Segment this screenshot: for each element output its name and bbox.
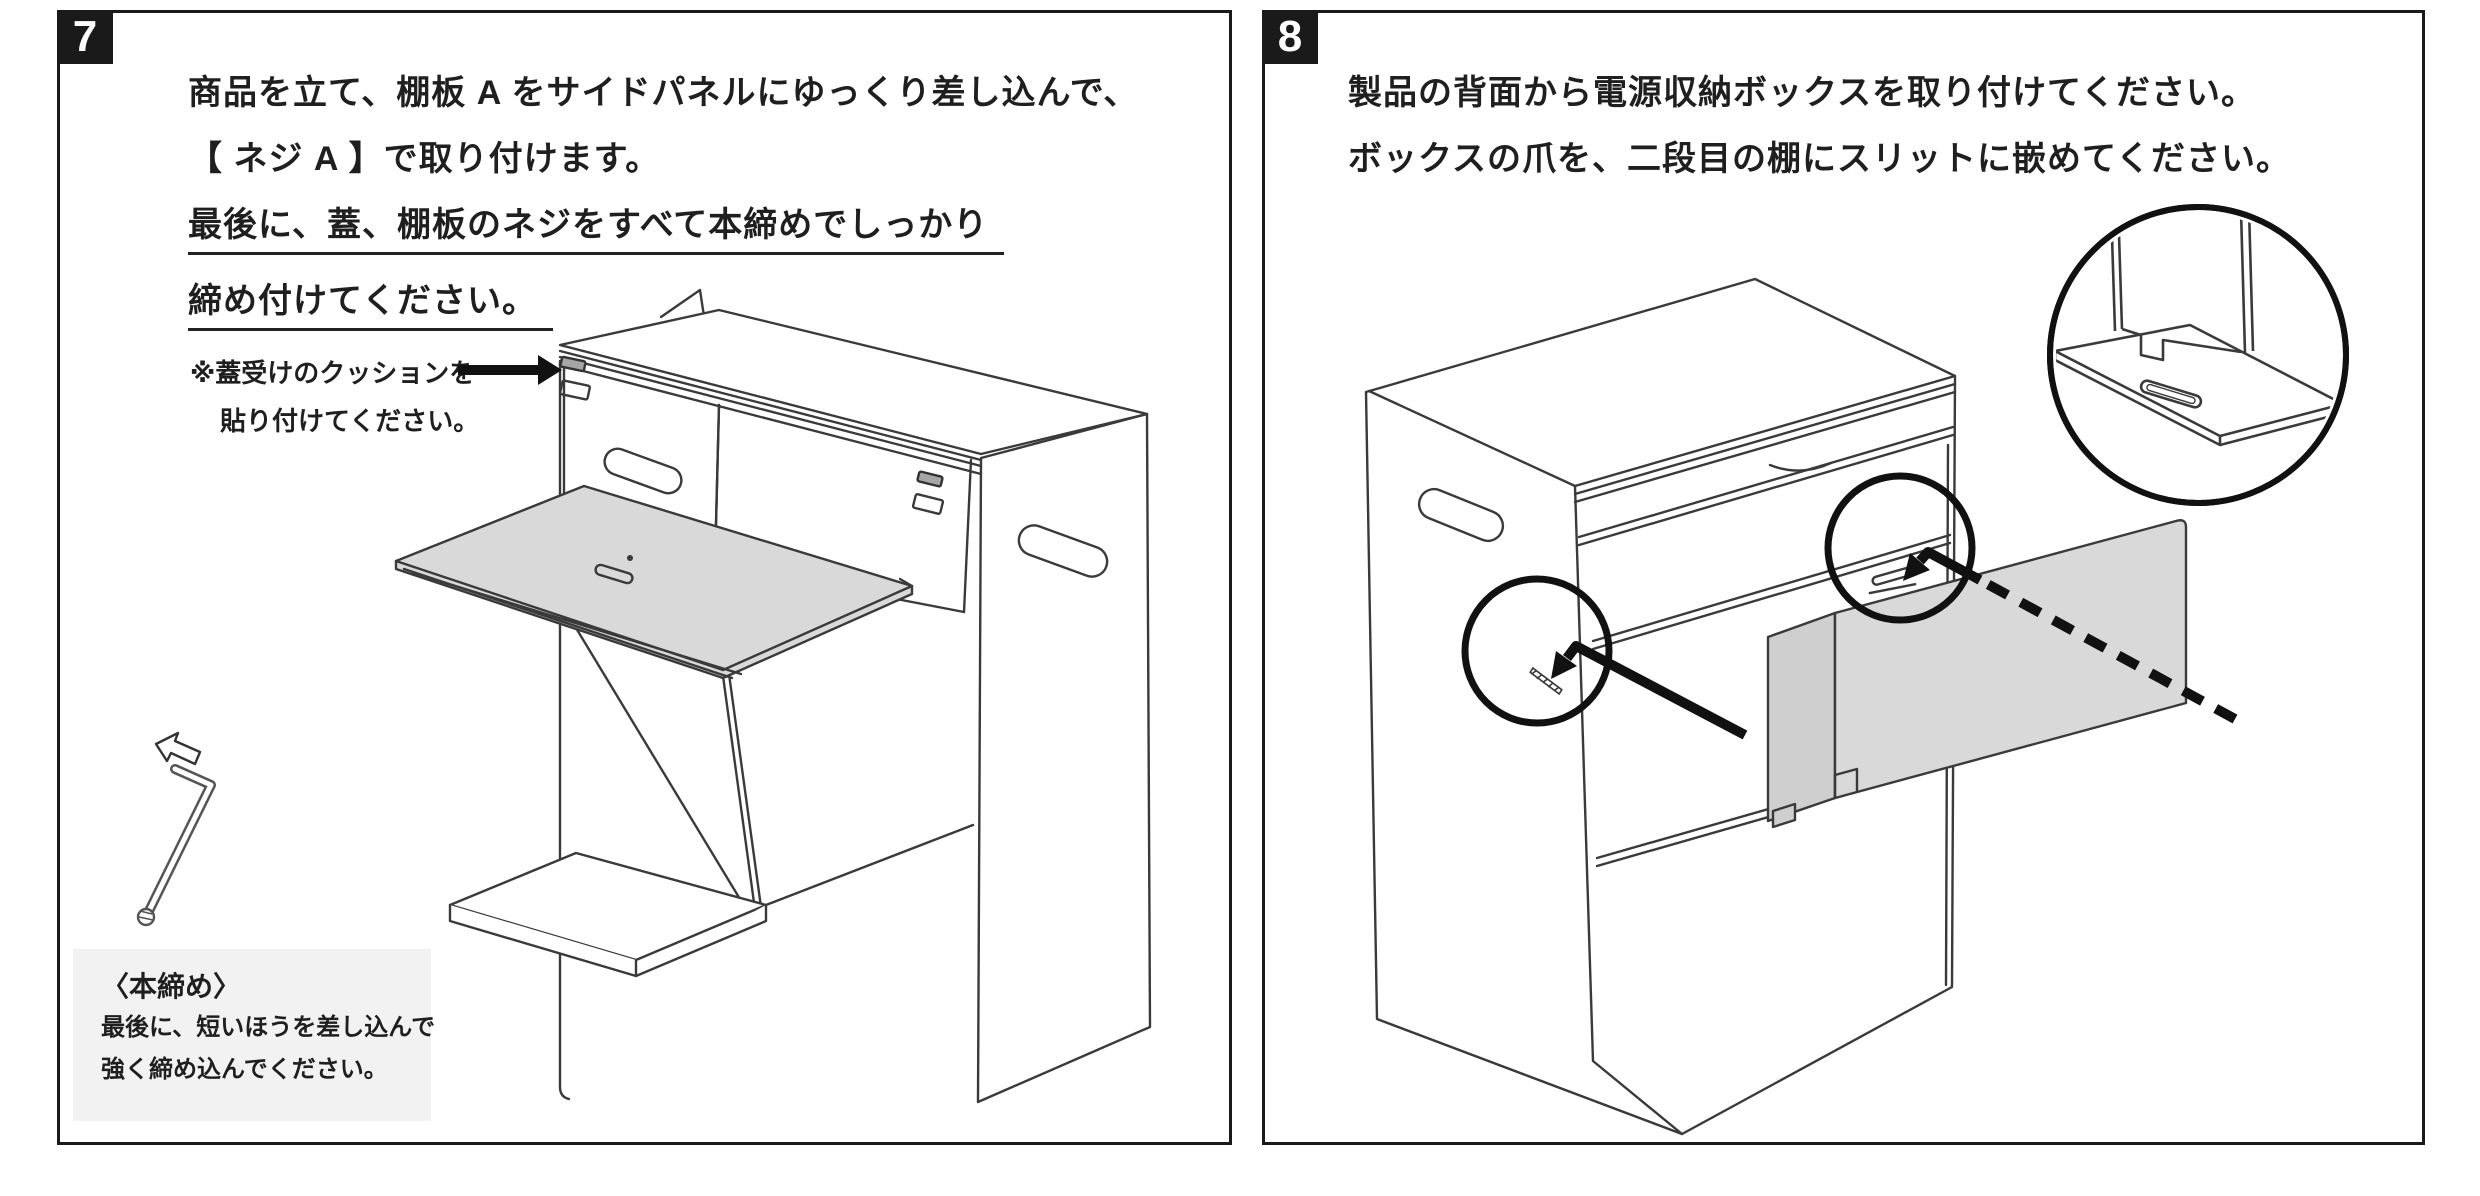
insert-arrow-left-icon bbox=[1551, 641, 1748, 740]
highlight-circle-right bbox=[1824, 472, 1976, 624]
cushion-annotation-line: ※蓋受けのクッションを bbox=[190, 358, 476, 388]
info-box-line: 強く締め込んでください。 bbox=[101, 1056, 388, 1083]
hex-key-icon bbox=[136, 764, 216, 927]
info-box-title: 〈本締め〉 bbox=[101, 971, 242, 1002]
direction-arrow-icon bbox=[154, 731, 202, 766]
instruction-line-underlined: 締め付けてください。 bbox=[188, 281, 1138, 331]
cushion-pad-icon bbox=[559, 355, 591, 401]
cushion-annotation: ※蓋受けのクッションを 貼り付けてください。 bbox=[190, 349, 479, 445]
instruction-line: ボックスの爪を、二段目の棚にスリットに嵌めてください。 bbox=[1348, 140, 2291, 178]
power-storage-box bbox=[1766, 519, 2188, 829]
cabinet-drawing bbox=[394, 288, 1152, 1104]
instruction-line-underlined: 最後に、蓋、棚板のネジをすべて本締めでしっかり bbox=[188, 205, 1138, 255]
step-7-number-badge: 7 bbox=[57, 10, 113, 64]
cushion-annotation-line: 貼り付けてください。 bbox=[220, 406, 480, 436]
instruction-line: 製品の背面から電源収納ボックスを取り付けてください。 bbox=[1348, 74, 2256, 112]
handle-cutout-icon bbox=[1417, 487, 1505, 543]
step-7-panel: 7 商品を立て、棚板 A をサイドパネルにゆっくり差し込んで、 【 ネジ A 】… bbox=[57, 10, 1232, 1145]
shelf-board-a bbox=[394, 484, 914, 680]
step-7-instructions: 商品を立て、棚板 A をサイドパネルにゆっくり差し込んで、 【 ネジ A 】で取… bbox=[188, 73, 1138, 357]
info-box-line: 最後に、短いほうを差し込んで bbox=[101, 1014, 436, 1041]
highlight-circle-left bbox=[1461, 575, 1613, 727]
step-8-number-badge: 8 bbox=[1262, 10, 1318, 64]
handle-cutout-icon bbox=[1017, 524, 1109, 578]
panel-slit-icon bbox=[1529, 666, 1563, 696]
cushion-pad-icon bbox=[911, 470, 945, 515]
instruction-line: 【 ネジ A 】で取り付けます。 bbox=[188, 140, 661, 178]
cabinet-back-view bbox=[1364, 277, 1957, 1136]
step-8-panel: 8 製品の背面から電源収納ボックスを取り付けてください。 ボックスの爪を、二段目… bbox=[1262, 10, 2425, 1145]
step-8-instructions: 製品の背面から電源収納ボックスを取り付けてください。 ボックスの爪を、二段目の棚… bbox=[1348, 73, 2291, 205]
insert-arrow-right-icon bbox=[1903, 547, 2238, 724]
shelf-slot-icon bbox=[1868, 566, 1917, 595]
tightening-info-box: 〈本締め〉 最後に、短いほうを差し込んで 強く締め込んでください。 bbox=[73, 949, 436, 1121]
instruction-line: 商品を立て、棚板 A をサイドパネルにゆっくり差し込んで、 bbox=[188, 74, 1139, 112]
magnified-detail bbox=[2047, 204, 2349, 506]
handle-cutout-icon bbox=[603, 447, 683, 495]
